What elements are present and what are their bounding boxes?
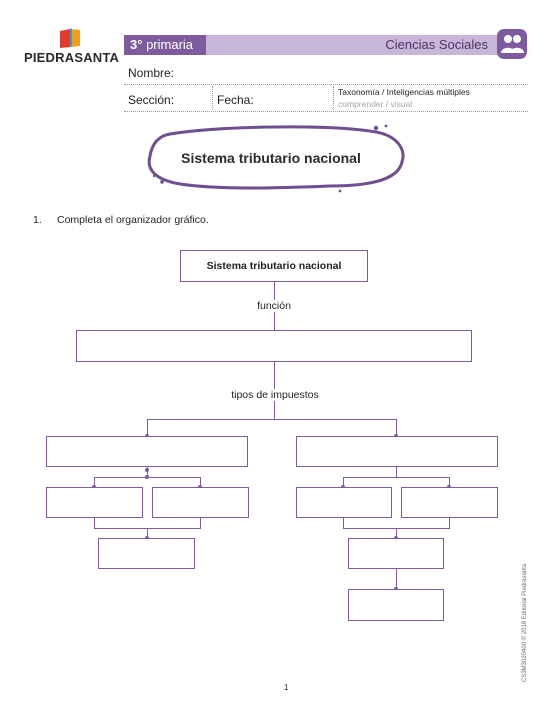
summary-box-right[interactable] [348,538,444,569]
worksheet-title: Sistema tributario nacional [181,150,361,166]
instruction-text: Completa el organizador gráfico. [57,214,209,226]
piedrasanta-logo-icon [60,28,80,48]
connector-line [147,419,148,436]
connector-line [396,569,397,589]
divider [333,86,334,110]
subject-title: Ciencias Sociales [206,35,498,55]
tax-type-box-left[interactable] [46,436,248,467]
taxonomy-subtitle: comprender / visual [338,99,413,109]
connector-line [147,528,148,538]
connector-line [94,518,95,528]
seccion-label: Sección: [128,93,175,107]
grade-badge: 3° primaria [124,35,206,55]
nombre-field[interactable] [124,84,528,85]
connector-line [94,477,95,487]
connector-dot [145,468,149,472]
divider [212,86,213,110]
tax-type-box-right[interactable] [296,436,498,467]
connector-line [200,518,201,528]
banner-splash [147,124,405,193]
funcion-answer-box[interactable] [76,330,472,362]
connector-label-funcion: función [236,300,312,312]
connector-line [396,467,397,477]
branch-line [147,419,397,420]
connector-line [200,477,201,487]
example-box-right-1[interactable] [296,487,392,518]
nombre-label: Nombre: [128,66,175,80]
example-box-left-2[interactable] [152,487,249,518]
connector-line [147,467,148,477]
connector-line [343,518,344,528]
page-number: 1 [284,683,289,692]
people-icon [497,29,527,59]
grade-number: 3° [130,37,143,52]
organizer-root-box: Sistema tributario nacional [180,250,368,282]
connector-line [343,477,344,487]
connector-label-tipos: tipos de impuestos [222,389,328,401]
example-box-left-1[interactable] [46,487,143,518]
taxonomy-title: Taxonomía / Inteligencias múltiples [338,87,470,97]
extra-box-right[interactable] [348,589,444,621]
summary-box-left[interactable] [98,538,195,569]
brand-name: PIEDRASANTA [24,50,120,65]
branch-line [94,477,201,478]
grade-label: primaria [146,37,194,52]
copyright-code: CS3M3020400 © 2018 Editorial Piedrasanta [522,563,528,682]
fecha-label: Fecha: [217,93,254,107]
connector-line [449,477,450,487]
branch-line [343,477,450,478]
example-box-right-2[interactable] [401,487,498,518]
connector-line [449,518,450,528]
instruction-number: 1. [33,214,42,226]
connector-line [396,419,397,436]
connector-line [396,528,397,538]
seccion-fecha-field[interactable] [124,111,528,112]
